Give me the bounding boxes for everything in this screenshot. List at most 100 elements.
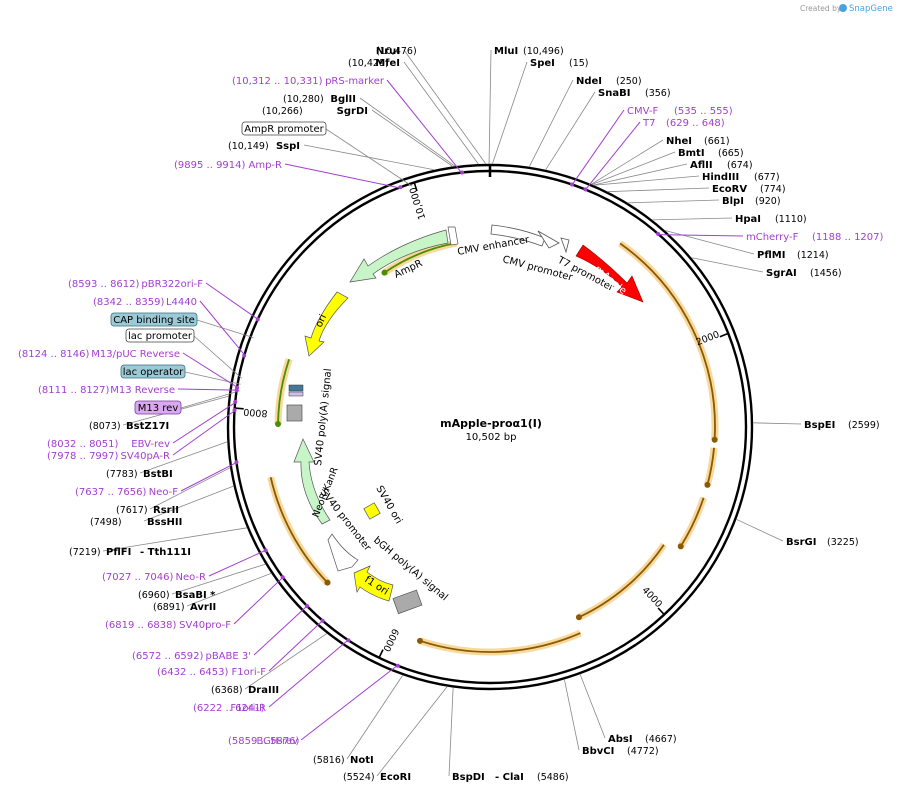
restriction-site-17[interactable]: SgrAI	[766, 268, 797, 279]
primer-leader	[182, 352, 239, 389]
restriction-site-27[interactable]: BsaBI *	[175, 590, 216, 601]
primer-mark	[280, 575, 285, 580]
primer-label-16[interactable]: F1ori-R	[230, 703, 266, 714]
site-leader	[102, 527, 248, 552]
feature-lac-operator[interactable]	[288, 384, 304, 392]
restriction-site-18[interactable]: BspEI	[804, 420, 835, 431]
restriction-site-31[interactable]: RsrII	[153, 505, 179, 516]
feature-cmv-enhancer[interactable]	[490, 224, 546, 247]
primer-label-13[interactable]: SV40pro-F	[179, 620, 231, 631]
restriction-site-16[interactable]: PflMI	[757, 250, 785, 261]
plasmid-size: 10,502 bp	[466, 432, 517, 443]
restriction-site-26[interactable]: DraIII	[248, 685, 279, 696]
primer-label-14[interactable]: pBABE 3'	[205, 651, 251, 662]
restriction-site-21[interactable]: BbvCI	[582, 746, 614, 757]
tick-label: 8000	[243, 406, 268, 419]
boxed-feature-1[interactable]	[110, 312, 198, 327]
primer-position: (5859 .. 5876)	[228, 736, 300, 747]
restriction-site-2[interactable]: MfeI	[375, 58, 400, 69]
primer-label-8[interactable]: M13 Reverse	[110, 385, 175, 396]
site-leader	[691, 257, 764, 273]
feature-f1-ori[interactable]	[353, 565, 394, 602]
site-leader	[545, 91, 596, 171]
restriction-site-14[interactable]: BlpI	[722, 196, 744, 207]
primer-label-17[interactable]: BGH-rev	[256, 736, 298, 747]
boxed-feature-3[interactable]	[120, 364, 186, 379]
restriction-site-3[interactable]: SpeI	[530, 58, 555, 69]
primer-leader	[571, 109, 625, 186]
restriction-site-24[interactable]: EcoRI	[380, 772, 411, 783]
feature-t7-promoter[interactable]	[560, 237, 570, 254]
feature-ampr-promoter[interactable]	[447, 226, 459, 246]
restriction-site-position: (10,266)	[262, 106, 303, 117]
feature-sv40-polya[interactable]	[286, 404, 303, 422]
restriction-site-1[interactable]: MluI	[494, 46, 518, 57]
primer-mark	[263, 548, 268, 553]
site-leader	[139, 441, 228, 474]
primer-position: (10,312 .. 10,331)	[232, 76, 323, 87]
primer-label-7[interactable]: M13/pUC Reverse	[91, 349, 180, 360]
primer-label-1[interactable]: Amp-R	[249, 160, 283, 171]
restriction-site-13[interactable]: EcoRV	[712, 184, 747, 195]
restriction-site-34[interactable]: BstZ17I	[126, 421, 169, 432]
boxed-feature-2[interactable]	[125, 328, 195, 343]
restriction-site-7[interactable]: SgrDI	[337, 106, 368, 117]
restriction-site-28[interactable]: AvrII	[190, 602, 216, 613]
primer-label-15[interactable]: F1ori-F	[232, 667, 267, 678]
restriction-site-10[interactable]: BmtI	[678, 148, 705, 159]
restriction-site-15[interactable]: HpaI	[735, 214, 761, 225]
restriction-site-32[interactable]: BssHII	[147, 517, 182, 528]
restriction-site-25[interactable]: NotI	[350, 755, 374, 766]
restriction-site-11[interactable]: AflII	[690, 160, 713, 171]
site-leader	[593, 163, 688, 186]
restriction-site-30[interactable]: - Tth111I	[140, 547, 191, 558]
restriction-site-9[interactable]: NheI	[666, 136, 692, 147]
site-leader	[563, 679, 580, 751]
primer-mark	[255, 317, 260, 322]
boxed-feature-4[interactable]	[134, 400, 182, 415]
restriction-site-22[interactable]: BspDI	[452, 772, 485, 783]
primer-label-9[interactable]: EBV-rev	[131, 439, 170, 450]
boxed-feature-0[interactable]	[241, 121, 327, 136]
restriction-site-4[interactable]: NdeI	[576, 76, 602, 87]
restriction-site-33[interactable]: BstBI	[143, 469, 173, 480]
feature-m13-rev[interactable]	[288, 391, 304, 397]
feature-neor-kanr[interactable]	[293, 438, 331, 525]
restriction-site-12[interactable]: HindIII	[702, 172, 739, 183]
created-by-text: Created by	[800, 4, 842, 13]
orf-arrow-head	[677, 543, 684, 550]
restriction-site-6[interactable]: BglII	[330, 94, 356, 105]
primer-label-2[interactable]: CMV-F	[627, 106, 658, 117]
primer-label-10[interactable]: SV40pA-R	[121, 451, 170, 462]
primer-label-12[interactable]: Neo-R	[176, 572, 207, 583]
feature-sv40-promoter[interactable]	[327, 533, 359, 572]
restriction-site-19[interactable]: BsrGI	[786, 537, 816, 548]
site-leader	[371, 109, 454, 167]
feature-sv40-ori[interactable]	[363, 502, 381, 520]
feature-ampr[interactable]	[349, 229, 449, 283]
feature-cmv-promoter-arrow[interactable]	[537, 230, 560, 249]
primer-label-4[interactable]: mCherry-F	[746, 232, 799, 243]
primer-label-5[interactable]: pBR322ori-F	[141, 279, 203, 290]
orf-arrow-head	[324, 579, 331, 586]
primer-position: (629 .. 648)	[666, 118, 725, 129]
restriction-site-29[interactable]: PflFI	[106, 547, 131, 558]
restriction-site-0[interactable]: NruI	[376, 46, 400, 57]
primer-label-3[interactable]: T7	[642, 118, 655, 129]
restriction-site-23[interactable]: - ClaI	[495, 772, 524, 783]
feature-ori[interactable]	[304, 291, 349, 357]
orf-arrow-head	[575, 614, 582, 621]
primer-leader	[199, 300, 246, 357]
restriction-site-8[interactable]: SspI	[276, 141, 300, 152]
label-sv40-ori: SV40 ori	[373, 484, 404, 526]
restriction-site-position: (677)	[754, 172, 780, 183]
primer-label-0[interactable]: pRS-marker	[325, 76, 385, 87]
primer-label-6[interactable]: L4440	[166, 297, 197, 308]
restriction-site-5[interactable]: SnaBI	[598, 88, 630, 99]
site-leader	[607, 187, 710, 193]
restriction-site-20[interactable]: AbsI	[608, 734, 633, 745]
feature-bgh-polya[interactable]	[392, 589, 423, 615]
primer-label-11[interactable]: Neo-F	[149, 487, 179, 498]
primer-leader-lines	[172, 79, 744, 741]
feature-mapple[interactable]	[575, 244, 644, 303]
